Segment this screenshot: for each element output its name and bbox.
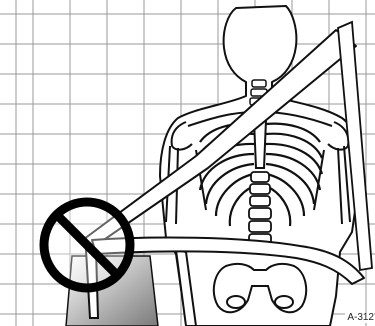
prohibited-icon (44, 202, 130, 288)
reference-code: A-312 (345, 313, 374, 323)
